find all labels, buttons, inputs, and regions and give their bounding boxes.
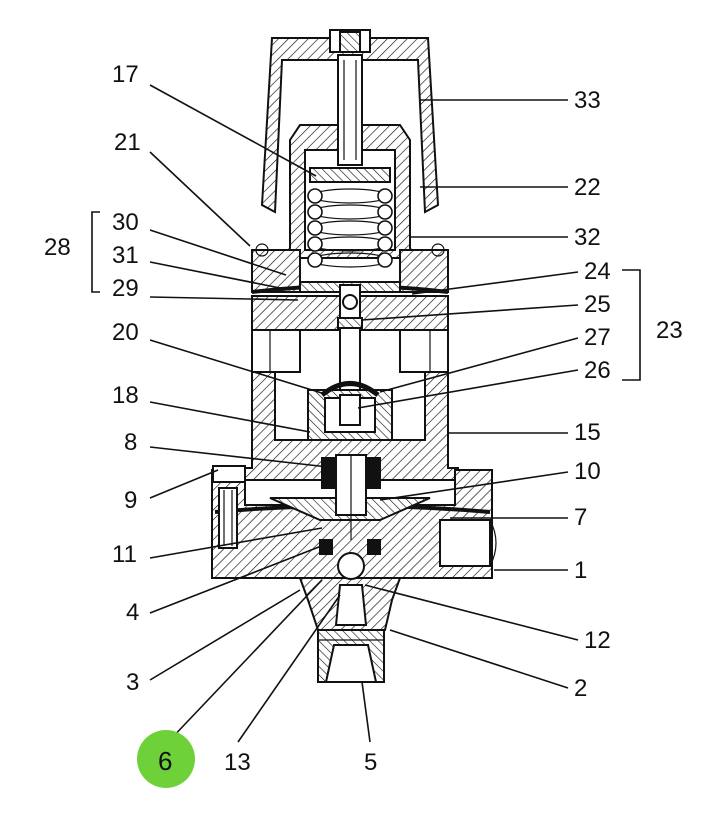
- label-29: 29: [112, 275, 139, 302]
- label-10: 10: [574, 458, 601, 485]
- label-1: 1: [574, 557, 587, 584]
- inlet-fitting: [298, 552, 402, 683]
- label-23: 23: [656, 317, 683, 344]
- label-9: 9: [124, 487, 137, 514]
- label-8: 8: [124, 429, 137, 456]
- label-12: 12: [584, 627, 611, 654]
- label-26: 26: [584, 357, 611, 384]
- label-27: 27: [584, 324, 611, 351]
- label-2: 2: [574, 675, 587, 702]
- lower-housing: [211, 454, 497, 579]
- label-32: 32: [574, 224, 601, 251]
- label-15: 15: [574, 419, 601, 446]
- label-11: 11: [112, 541, 137, 568]
- label-30: 30: [112, 209, 139, 236]
- cap-knob: [260, 29, 440, 214]
- label-22: 22: [574, 174, 601, 201]
- label-25: 25: [584, 291, 611, 318]
- label-20: 20: [112, 319, 139, 346]
- label-31: 31: [112, 242, 139, 269]
- leader-lines: [149, 84, 579, 743]
- bonnet: [283, 54, 417, 259]
- label-18: 18: [112, 382, 139, 409]
- valve-body: [239, 284, 459, 481]
- label-3: 3: [126, 669, 139, 696]
- label-21: 21: [114, 129, 141, 156]
- group-bracket-23: [622, 269, 641, 381]
- highlight-circle: [137, 730, 195, 788]
- label-17: 17: [112, 61, 139, 88]
- label-7: 7: [574, 504, 587, 531]
- label-13: 13: [224, 749, 251, 776]
- group-bracket-28: [91, 211, 100, 293]
- label-33: 33: [574, 87, 601, 114]
- label-28: 28: [44, 234, 71, 261]
- callout-labels: 17 21 30 28 31 29 20 18 8 9 11 4 3 6 13 …: [44, 61, 683, 776]
- spring: [307, 188, 393, 268]
- label-5: 5: [364, 749, 377, 776]
- label-4: 4: [126, 599, 139, 626]
- label-24: 24: [584, 258, 611, 285]
- label-6: 6: [158, 746, 172, 776]
